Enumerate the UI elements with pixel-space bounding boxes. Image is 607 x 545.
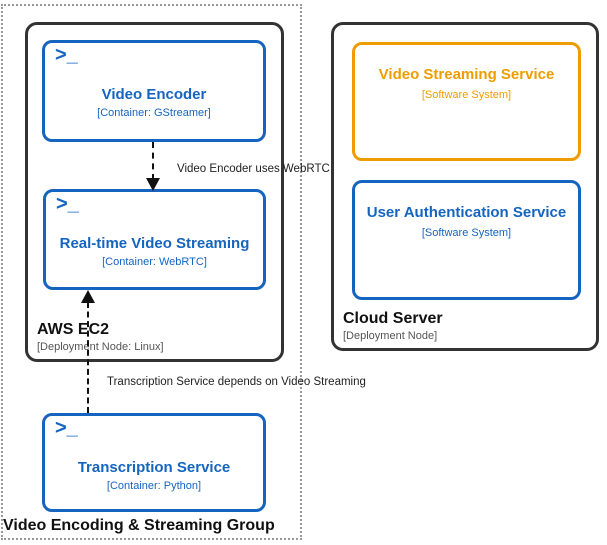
video-streaming-service-meta: [Software System] bbox=[421, 89, 512, 101]
aws-ec2-title: AWS EC2 bbox=[37, 321, 110, 338]
cloud-server-label-block: Cloud Server [Deployment Node] bbox=[343, 310, 443, 342]
container-realtime-video-streaming: >_ Real-time Video Streaming [Container:… bbox=[43, 189, 266, 290]
system-user-authentication-service: User Authentication Service [Software Sy… bbox=[352, 180, 581, 300]
cloud-server-title: Cloud Server bbox=[343, 310, 443, 327]
realtime-streaming-meta: [Container: WebRTC] bbox=[102, 256, 207, 268]
terminal-prompt-icon: >_ bbox=[55, 44, 78, 66]
cloud-server-meta: [Deployment Node] bbox=[343, 330, 438, 342]
group-label: Video Encoding & Streaming Group bbox=[3, 517, 275, 534]
realtime-streaming-title: Real-time Video Streaming bbox=[59, 235, 250, 252]
container-video-encoder: >_ Video Encoder [Container: GStreamer] bbox=[42, 40, 266, 142]
arrowhead-down-icon bbox=[146, 178, 160, 191]
aws-ec2-meta: [Deployment Node: Linux] bbox=[37, 341, 164, 353]
group-boundary-video-encoding-streaming bbox=[1, 4, 302, 540]
transcription-service-meta: [Container: Python] bbox=[106, 480, 202, 492]
video-encoder-title: Video Encoder bbox=[101, 86, 207, 103]
video-encoder-meta: [Container: GStreamer] bbox=[97, 107, 211, 119]
terminal-prompt-icon: >_ bbox=[55, 417, 78, 439]
user-auth-service-meta: [Software System] bbox=[421, 227, 512, 239]
user-auth-service-title: User Authentication Service bbox=[366, 204, 567, 221]
relationship-label-transcription-depends: Transcription Service depends on Video S… bbox=[107, 376, 366, 388]
system-video-streaming-service: Video Streaming Service [Software System… bbox=[352, 42, 581, 161]
arrowhead-up-icon bbox=[81, 290, 95, 303]
relationship-line-transcription-to-realtime bbox=[87, 302, 89, 413]
terminal-prompt-icon: >_ bbox=[56, 193, 79, 215]
relationship-line-encoder-to-realtime bbox=[152, 142, 154, 180]
relationship-label-encoder-uses-webrtc: Video Encoder uses WebRTC bbox=[177, 163, 330, 175]
transcription-service-title: Transcription Service bbox=[77, 459, 231, 476]
video-streaming-service-title: Video Streaming Service bbox=[378, 66, 555, 83]
aws-ec2-label-block: AWS EC2 [Deployment Node: Linux] bbox=[37, 321, 164, 353]
container-transcription-service: >_ Transcription Service [Container: Pyt… bbox=[42, 413, 266, 512]
